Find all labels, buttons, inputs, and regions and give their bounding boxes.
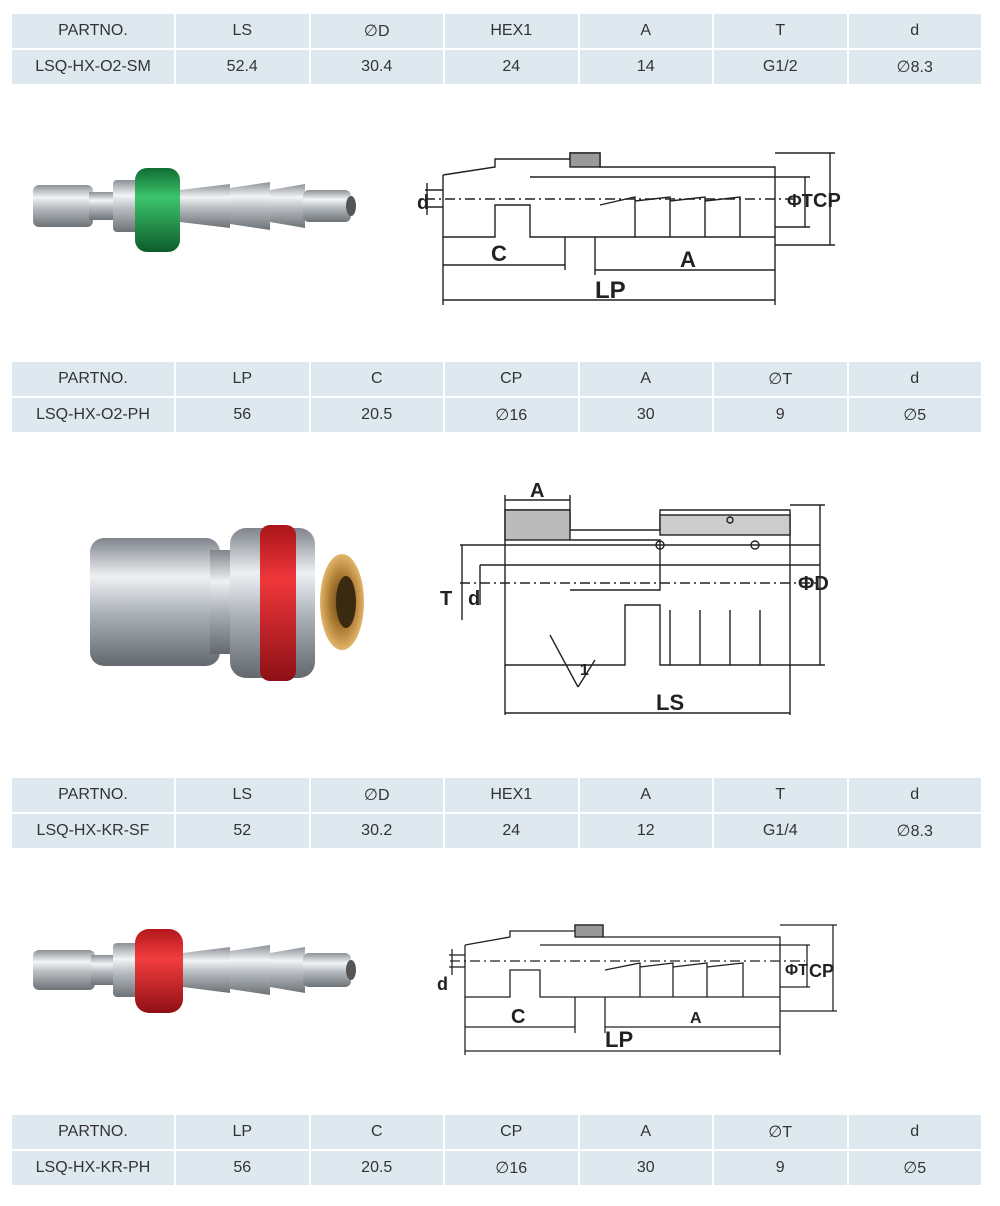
- dim-label-c: C: [491, 241, 507, 266]
- value-cell: 56: [176, 1151, 309, 1185]
- table-header-row: PARTNO. LS ∅D HEX1 A T d: [12, 778, 981, 812]
- value-cell: 52.4: [176, 50, 309, 84]
- dim-label-a: A: [530, 480, 544, 502]
- dim-label-ls: LS: [656, 690, 684, 715]
- value-cell: ∅5: [848, 1151, 981, 1185]
- header-cell: d: [848, 778, 981, 812]
- table-row: LSQ-HX-O2-PH 56 20.5 ∅16 30 9 ∅5: [12, 398, 981, 432]
- value-cell: 12: [579, 814, 712, 848]
- socket-drawing: A T d LS ΦD 1: [440, 480, 829, 715]
- value-cell: ∅8.3: [848, 814, 981, 848]
- header-cell: LP: [176, 1115, 309, 1149]
- value-cell: 24: [445, 50, 578, 84]
- value-cell: ∅8.3: [848, 50, 981, 84]
- value-cell: 30: [579, 398, 712, 432]
- spec-table-1: PARTNO. LS ∅D HEX1 A T d LSQ-HX-O2-SM 52…: [10, 12, 983, 86]
- dim-label-t: ΦT: [785, 962, 808, 979]
- header-cell: T: [714, 14, 847, 48]
- value-cell: 24: [445, 814, 578, 848]
- header-cell: d: [848, 14, 981, 48]
- value-cell: 30.4: [310, 50, 443, 84]
- header-cell: LP: [176, 362, 309, 396]
- value-cell: 14: [579, 50, 712, 84]
- table-row: LSQ-HX-KR-PH 56 20.5 ∅16 30 9 ∅5: [12, 1151, 981, 1185]
- plug-photo-green: [33, 168, 356, 252]
- value-cell: G1/4: [714, 814, 847, 848]
- header-cell: A: [579, 1115, 712, 1149]
- dim-label-cp: CP: [809, 961, 834, 981]
- value-cell: ∅5: [848, 398, 981, 432]
- value-cell: LSQ-HX-KR-SF: [12, 814, 174, 848]
- header-cell: HEX1: [445, 14, 578, 48]
- dim-label-dd: ΦD: [798, 573, 829, 595]
- header-cell: LS: [176, 14, 309, 48]
- value-cell: 20.5: [310, 398, 443, 432]
- header-cell: d: [848, 362, 981, 396]
- value-cell: ∅16: [445, 398, 578, 432]
- socket-photo-red: [90, 525, 364, 681]
- dim-label-cp: CP: [813, 190, 841, 212]
- dim-label-1: 1: [580, 662, 589, 679]
- value-cell: LSQ-HX-O2-SM: [12, 50, 174, 84]
- value-cell: G1/2: [714, 50, 847, 84]
- header-cell: C: [310, 1115, 443, 1149]
- value-cell: LSQ-HX-O2-PH: [12, 398, 174, 432]
- header-cell: PARTNO.: [12, 1115, 174, 1149]
- dim-label-d: d: [468, 588, 480, 610]
- header-cell: PARTNO.: [12, 14, 174, 48]
- dim-label-c: C: [511, 1006, 525, 1028]
- header-cell: T: [714, 778, 847, 812]
- table-header-row: PARTNO. LP C CP A ∅T d: [12, 362, 981, 396]
- plug-drawing-red: d C A LP ΦT CP: [437, 924, 837, 1055]
- header-cell: PARTNO.: [12, 362, 174, 396]
- value-cell: LSQ-HX-KR-PH: [12, 1151, 174, 1185]
- header-cell: CP: [445, 1115, 578, 1149]
- plug-photo-red: [33, 929, 356, 1013]
- header-cell: A: [579, 778, 712, 812]
- dim-label-lp: LP: [595, 277, 626, 304]
- value-cell: 30: [579, 1151, 712, 1185]
- spec-table-2: PARTNO. LP C CP A ∅T d LSQ-HX-O2-PH 56 2…: [10, 360, 983, 434]
- header-cell: HEX1: [445, 778, 578, 812]
- header-cell: CP: [445, 362, 578, 396]
- header-cell: PARTNO.: [12, 778, 174, 812]
- table-row: LSQ-HX-KR-SF 52 30.2 24 12 G1/4 ∅8.3: [12, 814, 981, 848]
- header-cell: LS: [176, 778, 309, 812]
- dim-label-t: T: [440, 588, 452, 610]
- spec-table-4: PARTNO. LP C CP A ∅T d LSQ-HX-KR-PH 56 2…: [10, 1113, 983, 1187]
- dim-label-a: A: [680, 247, 696, 272]
- table-row: LSQ-HX-O2-SM 52.4 30.4 24 14 G1/2 ∅8.3: [12, 50, 981, 84]
- header-cell: d: [848, 1115, 981, 1149]
- dim-label-t: ΦT: [787, 191, 813, 211]
- value-cell: 30.2: [310, 814, 443, 848]
- table-header-row: PARTNO. LP C CP A ∅T d: [12, 1115, 981, 1149]
- plug-drawing-green: d C A LP ΦT CP: [417, 152, 841, 305]
- header-cell: ∅D: [310, 778, 443, 812]
- dim-label-a: A: [690, 1010, 702, 1027]
- spec-table-3: PARTNO. LS ∅D HEX1 A T d LSQ-HX-KR-SF 52…: [10, 776, 983, 850]
- value-cell: 56: [176, 398, 309, 432]
- table-header-row: PARTNO. LS ∅D HEX1 A T d: [12, 14, 981, 48]
- value-cell: 9: [714, 1151, 847, 1185]
- header-cell: A: [579, 14, 712, 48]
- dim-label-d: d: [417, 192, 429, 214]
- dim-label-lp: LP: [605, 1027, 633, 1052]
- value-cell: 52: [176, 814, 309, 848]
- header-cell: ∅D: [310, 14, 443, 48]
- header-cell: ∅T: [714, 362, 847, 396]
- header-cell: A: [579, 362, 712, 396]
- value-cell: ∅16: [445, 1151, 578, 1185]
- value-cell: 20.5: [310, 1151, 443, 1185]
- value-cell: 9: [714, 398, 847, 432]
- dim-label-d: d: [437, 974, 448, 994]
- header-cell: ∅T: [714, 1115, 847, 1149]
- header-cell: C: [310, 362, 443, 396]
